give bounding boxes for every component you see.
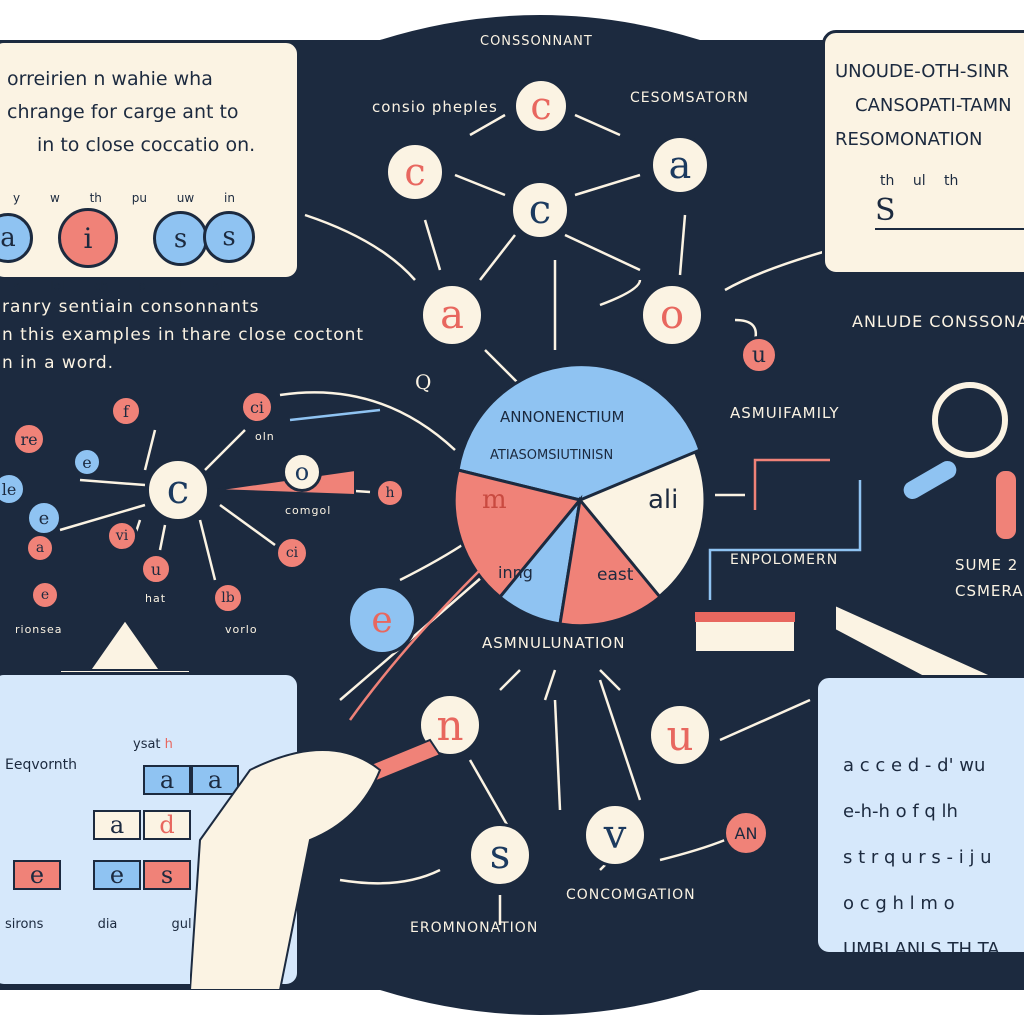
network-node: a [25,533,55,563]
wave-word: S [875,193,1024,230]
table-cell: s [143,860,191,890]
table-cell: d [143,810,191,840]
network-node: le [0,472,26,506]
network-center-c: c [146,458,210,522]
chain-node: i [58,208,118,268]
hat-label: hat [145,592,167,605]
node-a-right: a [650,135,710,195]
chain-node: a [0,213,33,263]
node-c-left: c [385,142,445,202]
chain-node: s [153,211,208,266]
top-left-panel: orreirien n wahie wha chrange for carge … [0,40,300,293]
chain-bottom-marks: a lol ch pl i ali [13,279,227,293]
table-cell: a [143,765,191,795]
pie-slice-m: m [482,485,507,515]
sume-label: SUME 2CSMERABL [955,556,1024,600]
node-s: s [468,823,532,887]
right-label: CESOMSATORN [630,90,750,106]
pie-ali: ali [648,485,679,515]
network-node: ci [240,390,274,424]
marks: th ul th [880,173,959,189]
panel-line: UMBLANLS TH TA [843,939,1000,960]
book-icon [694,611,796,653]
network-node: re [12,422,46,456]
panel-line: s t r q u r s - i j u [843,847,992,868]
table-label: Eeqvornth [5,757,77,773]
network-node: vi [106,520,138,552]
network-node: h [375,478,405,508]
table-cell: e [13,860,61,890]
asmnulunation-label: ASMNULUNATION [482,634,626,652]
chain-node: s [203,211,255,263]
panel-line: chrange for carge ant to [7,101,239,123]
pie-chart [452,363,707,628]
enpolomern-label: ENPOLOMERN [730,552,839,568]
node-an: AN [723,810,769,856]
hand-with-pen-icon [190,738,442,990]
table-cell: a [191,765,239,795]
network-node: lb [212,582,244,614]
keyring-illustration [901,382,1018,541]
network-node: e [72,447,102,477]
bottom-right-panel: a c c e d - d' wu e-h-h o f q lh s t r q… [815,675,1024,960]
table-header: ysat h [133,737,173,752]
eromnonation-label: EROMNONATION [410,920,539,936]
table-cell: a [93,810,141,840]
panel-line: in to close coccatio on. [37,134,256,156]
asmuifamily-label: ASMUIFAMILY [730,404,840,422]
left-label: consio pheples [372,98,498,116]
node-v: v [583,803,647,867]
top-right-panel: UNOUDE-OTH-SINR CANSOPATI-TAMN RESOMONAT… [822,30,1024,275]
network-node: e [26,500,62,536]
oln-label: oln [255,430,275,443]
panel-line: orreirien n wahie wha [7,68,213,90]
network-node: u [140,553,172,585]
center-title: CONSSONNANT [480,34,593,49]
rionsea-label: rionsea [15,623,63,636]
node-n: n [418,693,482,757]
red-brackets [348,458,830,721]
network-bubble-o: o [282,452,322,492]
panel-line: o c g h l m o [843,893,955,914]
panel-line: RESOMONATION [835,129,983,150]
node-u-small: u [740,336,778,374]
node-o: o [640,283,704,347]
vorlo-label: vorlo [225,623,258,636]
table-footer: sirons dia gul [5,917,192,932]
comgol-label: comgol [285,504,332,517]
node-u: u [648,703,712,767]
chain-top-marks: y w th pu uw in [13,191,235,205]
node-c-top: c [513,78,569,134]
network-node: e [30,580,60,610]
panel-line: e-h-h o f q lh [843,801,958,822]
panel-line: UNOUDE-OTH-SINR [835,61,1010,82]
panel-line: a c c e d - d' wu [843,755,986,776]
concomgation-label: CONCOMGATION [566,887,696,903]
q-label: Q [415,370,433,394]
table-cell: e [93,860,141,890]
node-e: e [347,585,417,655]
pie-slice-east: east [597,565,634,585]
network-node: ci [275,536,309,570]
pie-slice-inng: inng [498,563,533,582]
node-a: a [420,283,484,347]
pie-label-2: ATIASOMSIUTINISN [490,448,614,463]
right-caption: ANLUDE CONSSONANT [852,312,1024,331]
panel-line: CANSOPATI-TAMN [855,95,1012,116]
node-c-middle: c [510,180,570,240]
network-node: f [110,395,142,427]
pie-label-1: ANNONENCTIUM [500,408,625,426]
